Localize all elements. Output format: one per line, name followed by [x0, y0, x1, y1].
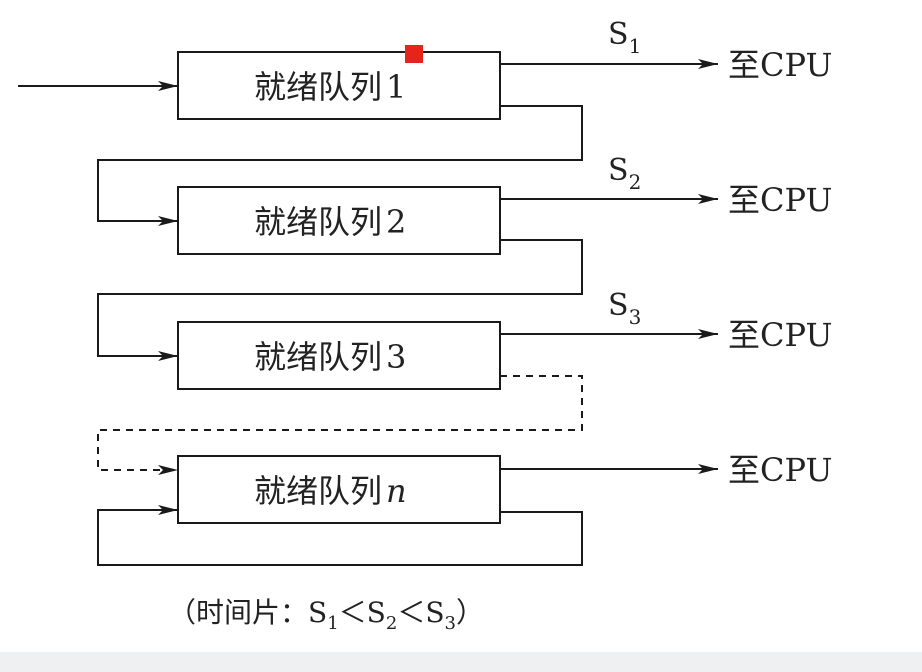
time-slice-caption: （时间片：S1＜S2＜S3） [168, 596, 484, 634]
queue-box-1 [177, 51, 501, 120]
cpu-target-3: 至CPU [728, 316, 832, 354]
cpu-target-2: 至CPU [728, 181, 832, 219]
queue-box-2 [177, 186, 501, 255]
feedback-loop-n [97, 505, 583, 566]
time-slice-label-2: S2 [608, 153, 641, 194]
time-slice-label-3: S3 [608, 288, 641, 329]
bottom-strip [0, 652, 922, 672]
time-slice-label-1: S1 [608, 17, 641, 58]
cpu-target-1: 至CPU [728, 46, 832, 84]
red-marker [405, 45, 423, 63]
queue-box-3 [177, 321, 501, 390]
queue-box-n [177, 455, 501, 524]
feedback-line-2-to-3 [97, 239, 583, 361]
feedback-line-1-to-2 [97, 105, 583, 226]
cpu-target-n: 至CPU [728, 451, 832, 489]
feedback-line-3-to-n [97, 375, 583, 475]
